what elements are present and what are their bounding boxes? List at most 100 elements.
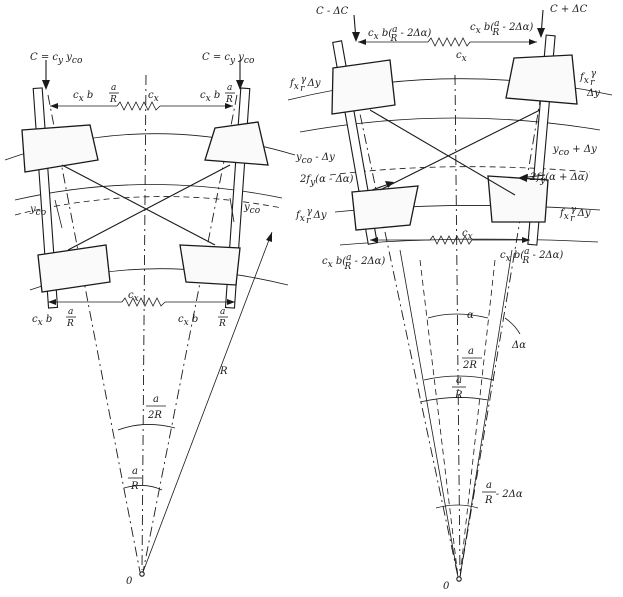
right-radial-dashed-b (459, 259, 496, 578)
left-spring-bot-right-frac-R: R (218, 319, 226, 329)
left-origin-point (139, 571, 145, 577)
left-spring-top-left-frac-a: a (111, 83, 116, 93)
left-angle-2R-label: 2R (147, 410, 162, 421)
right-force-arrow-left-head (352, 32, 360, 42)
right-force-left-label: C - ΔC (316, 6, 349, 17)
left-diagram: C = cy yco C = cy yco cx b a R cx cx b a… (4, 52, 296, 587)
left-yco-right-label: yco (243, 202, 261, 216)
left-yco-left-label: yco (29, 204, 47, 218)
right-wheel-top-right (505, 54, 578, 105)
left-spring-bot-right-frac-a: a (220, 307, 225, 317)
left-bot-spring-arrow-r (227, 299, 235, 305)
right-cross-brace-a (369, 109, 516, 196)
right-fy-right-label: 2fy(α + Δα) (529, 172, 589, 186)
left-wheel-bot-right (179, 244, 241, 286)
left-yco-tick-right (229, 197, 235, 223)
left-wheel-top-left (21, 124, 99, 173)
left-radial-left (47, 94, 141, 573)
left-top-spring-arrow-l (50, 103, 58, 109)
right-top-spring-arrow-l (358, 39, 366, 45)
right-origin-label: 0 (443, 581, 450, 592)
left-angle-arc-2 (123, 485, 163, 491)
right-radial-solid-left (399, 249, 459, 578)
left-angle-arc-1 (117, 424, 176, 431)
left-angle-R2-label: R (130, 481, 139, 492)
left-radius-label: R (219, 366, 228, 377)
left-force-left-label: C = cy yco (30, 52, 83, 66)
left-top-spring-zigzag (116, 101, 161, 111)
left-bot-spring-zigzag (121, 297, 166, 307)
left-wheel-top-right (204, 121, 269, 166)
right-angle-arc-2 (419, 397, 489, 403)
right-rail-arc-2 (299, 117, 601, 133)
left-radial-right (142, 94, 238, 573)
right-bot-spring-arrow-l (370, 237, 378, 243)
right-top-spring-zigzag (427, 37, 471, 47)
left-cross-brace-a (61, 164, 216, 246)
right-top-spring-arrow-r (529, 39, 537, 45)
left-spring-top-right-label: cx b (200, 90, 220, 104)
right-fx-right-tail-label: Δy (586, 88, 600, 99)
right-wheel-top-left (331, 59, 396, 115)
right-radial-left (355, 94, 459, 578)
right-force-arrow-right-head (537, 28, 545, 38)
right-fy-arrow-left-head (385, 181, 394, 188)
right-radial-dashed-a (419, 259, 459, 578)
left-spring-top-right-frac-a: a (227, 83, 232, 93)
left-wheel-bot-left (37, 244, 111, 293)
left-spring-top-mid-label: cx (148, 90, 159, 104)
right-center-axis (454, 74, 461, 576)
left-force-right-label: C = cy yco (202, 52, 255, 66)
left-radius-line (142, 231, 273, 573)
right-angle-R3-label: R - 2Δα (484, 489, 523, 506)
left-origin-label: 0 (126, 576, 133, 587)
right-cross-brace-b (379, 109, 541, 191)
left-spring-top-left-frac-R: R (109, 95, 117, 105)
right-origin-point (456, 576, 462, 582)
right-yco-plus-label: yco + Δy (552, 144, 597, 158)
left-spring-bot-left-frac-R: R (66, 319, 74, 329)
right-wheel-bot-left (351, 185, 419, 231)
right-angle-arc-delta (504, 317, 521, 335)
left-angle-a-label: a (153, 394, 159, 405)
right-fy-arrow-right-head (518, 174, 527, 182)
left-yco-tick-left (54, 199, 63, 229)
left-angle-a2-label: a (132, 466, 138, 477)
right-angle-arc-1 (423, 375, 495, 381)
left-center-axis (141, 74, 147, 571)
right-angle-a2-label: a (456, 375, 462, 386)
right-angle-arc-3 (435, 504, 479, 509)
left-bot-spring-arrow-l (48, 299, 56, 305)
right-bot-spring-zigzag (429, 235, 473, 245)
left-radius-arrow (266, 232, 272, 242)
right-angle-a-label: a (468, 346, 474, 357)
right-angle-arc-alpha (427, 313, 489, 319)
right-angle-R2-label: R (454, 390, 463, 401)
right-radial-right (459, 94, 542, 578)
left-spring-bot-left-frac-a: a (68, 307, 73, 317)
left-top-spring-arrow-r (225, 103, 233, 109)
right-radial-solid-right (459, 249, 513, 578)
right-delta-alpha-label: Δα (511, 340, 526, 351)
left-force-arrow-left-head (42, 80, 50, 90)
right-spring-top-mid-label: cx (456, 50, 467, 64)
right-yco-minus-label: yco - Δy (295, 152, 335, 166)
left-spring-top-left-label: cx b (73, 90, 93, 104)
left-spring-top-right-frac-R: R (225, 95, 233, 105)
left-force-arrow-right-head (236, 80, 244, 90)
right-bot-spring-arrow-r (522, 237, 530, 243)
right-force-right-label: C + ΔC (550, 4, 588, 15)
left-cross-brace-b (67, 164, 231, 251)
left-spring-bot-right-label: cx b (178, 314, 198, 328)
right-alpha-label: α (467, 310, 474, 321)
